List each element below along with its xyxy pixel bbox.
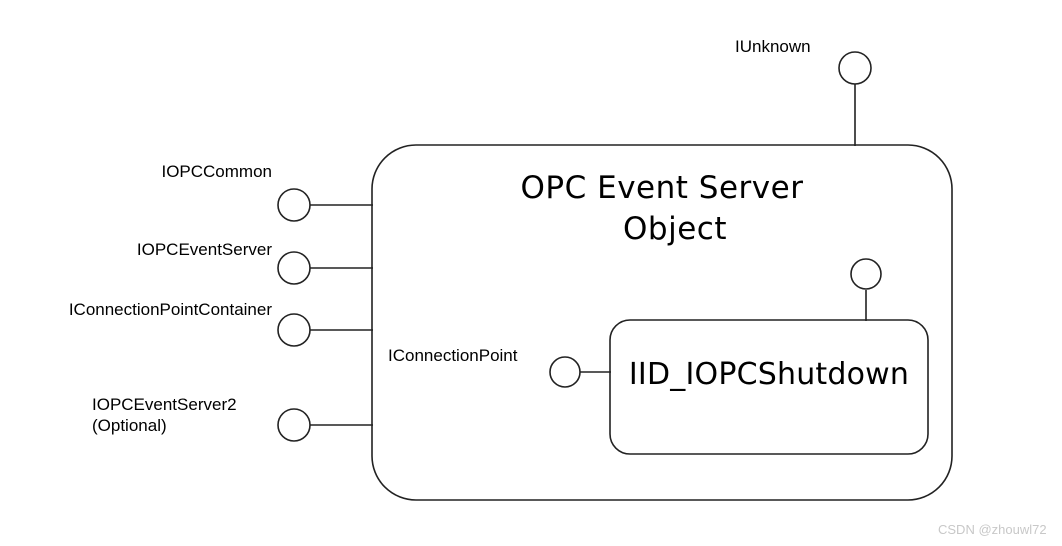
iid-iopcshutdown-box	[609, 319, 929, 455]
iconnectionpoint-interface-circle	[549, 356, 581, 388]
object-title-line-1: OPC Event Server	[520, 170, 804, 206]
interface-label-iunknown: IUnknown	[735, 37, 811, 56]
interface-label-iopceventserver: IOPCEventServer	[136, 240, 272, 259]
iopceventserver2-interface-circle	[277, 408, 311, 442]
iopceventserver-interface-circle	[277, 251, 311, 285]
interface-label-iconnectionpoint: IConnectionPoint	[388, 346, 518, 365]
iconnectionpointcontainer-interface-circle	[277, 313, 311, 347]
iid-iopcshutdown-label: IID_IOPCShutdown	[628, 357, 910, 392]
object-title-line-2: Object	[623, 211, 727, 247]
iid-iopcshutdown-interface-circle	[850, 258, 882, 290]
interface-label-iopceventserver2-line-1: IOPCEventServer2	[92, 395, 237, 414]
interface-label-iopccommon: IOPCCommon	[161, 162, 272, 181]
interface-label-iopceventserver2-optional: (Optional)	[92, 416, 167, 435]
iunknown-interface-circle	[838, 51, 872, 85]
iopccommon-interface-circle	[277, 188, 311, 222]
watermark: CSDN @zhouwl72	[938, 522, 1047, 537]
interface-label-iconnectionpointcontainer: IConnectionPointContainer	[68, 300, 272, 319]
interface-label-iopceventserver2: IOPCEventServer2 (Optional)	[92, 394, 237, 436]
